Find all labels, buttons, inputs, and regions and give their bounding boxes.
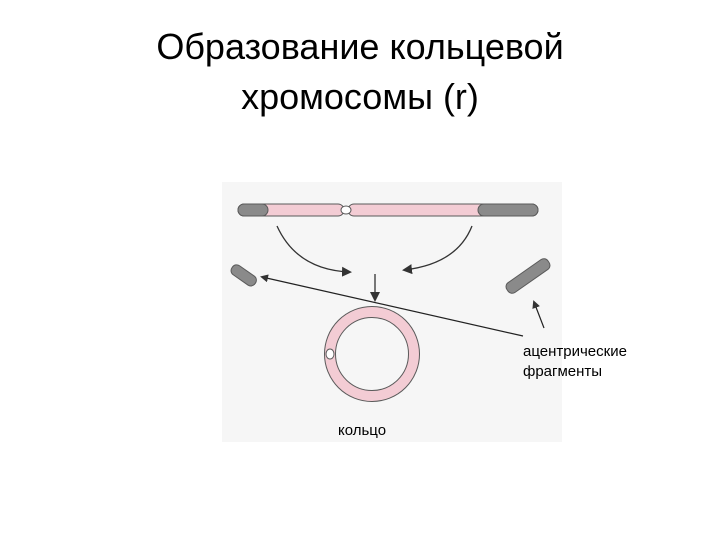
left-telomere-segment — [237, 203, 269, 217]
ring-chromosome — [324, 306, 420, 402]
acentric-fragment-left — [230, 264, 257, 287]
centromere — [340, 205, 352, 215]
ring-centromere — [325, 348, 335, 360]
pointer-to-right-fragment — [532, 300, 545, 329]
diagram-canvas — [230, 203, 551, 402]
acentric-label-line-2: фрагменты — [523, 363, 603, 380]
slide-title: Образование кольцевой хромосомы (r) — [0, 22, 720, 122]
pointer-to-left-fragment — [260, 274, 524, 337]
right-curved-arrow — [402, 225, 473, 275]
right-telomere-segment — [477, 203, 539, 217]
left-curved-arrow — [276, 225, 352, 277]
slide-title-line-1: Образование кольцевой — [156, 26, 564, 67]
ring-chromosome-diagram — [222, 182, 562, 442]
ring-label: кольцо — [338, 422, 387, 439]
slide-title-line-2: хромосомы (r) — [241, 76, 479, 117]
acentric-label-line-1: ацентрические — [523, 343, 627, 360]
acentric-fragments-label: ацентрические фрагменты — [523, 342, 627, 382]
linear-chromosome — [237, 203, 539, 217]
acentric-fragment-right — [505, 258, 551, 294]
